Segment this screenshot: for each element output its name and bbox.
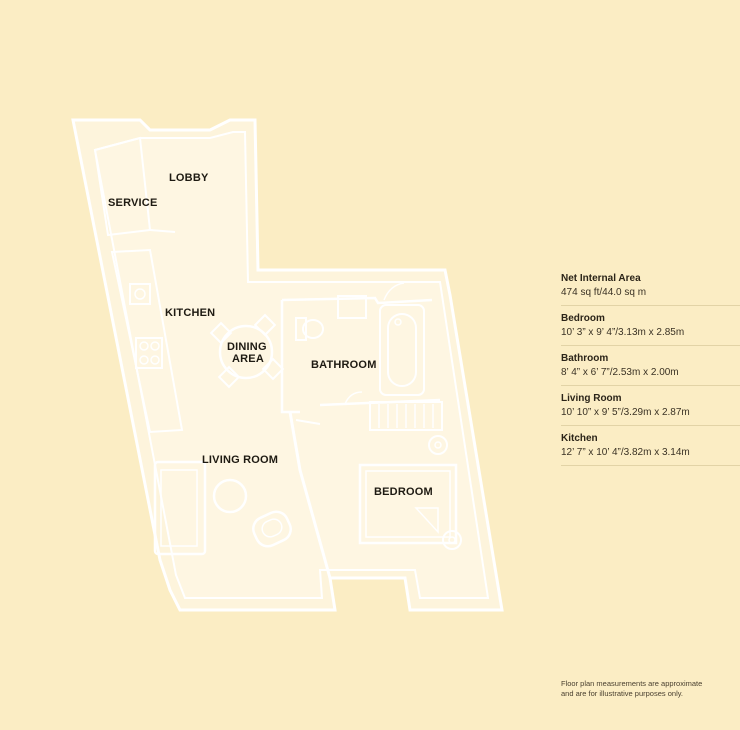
room-label-bathroom: BATHROOM [311,359,377,371]
bath-sink-icon [337,295,367,319]
sink-icon [129,283,151,305]
spec-living-room: Living Room 10’ 10” x 9’ 5”/3.29m x 2.87… [561,386,740,426]
disclaimer-line: and are for illustrative purposes only. [561,689,684,698]
bathtub-icon [379,304,425,396]
spec-value: 474 sq ft/44.0 sq m [561,287,647,298]
room-label-kitchen: KITCHEN [165,307,215,319]
floor-interior [93,131,490,599]
room-label-living-room: LIVING ROOM [202,454,278,466]
spec-value: 12’ 7” x 10’ 4”/3.82m x 3.14m [561,447,690,458]
spec-title: Bathroom [561,353,609,364]
room-label-service: SERVICE [108,197,158,209]
door-arc [383,282,405,301]
room-label-bedroom: BEDROOM [374,486,433,498]
spec-value: 10’ 10” x 9’ 5”/3.29m x 2.87m [561,407,690,418]
spec-value: 8’ 4” x 6’ 7”/2.53m x 2.00m [561,367,679,378]
disclaimer: Floor plan measurements are approximate … [561,679,731,699]
spec-title: Living Room [561,393,622,404]
disclaimer-line: Floor plan measurements are approximate [561,679,703,688]
area-specifications: Net Internal Area 474 sq ft/44.0 sq m Be… [561,266,740,466]
room-label-dining-line1: DINING [227,341,267,353]
spec-title: Kitchen [561,433,598,444]
room-label-lobby: LOBBY [169,172,209,184]
coffee-table-icon [212,478,248,514]
spec-value: 10’ 3” x 9’ 4”/3.13m x 2.85m [561,327,685,338]
dining-table-icon [209,313,285,389]
spec-title: Bedroom [561,313,605,324]
spec-net-area: Net Internal Area 474 sq ft/44.0 sq m [561,266,740,306]
partition-wall [288,411,332,579]
toilet-icon [295,317,324,341]
bed-icon [358,463,458,545]
spec-bedroom: Bedroom 10’ 3” x 9’ 4”/3.13m x 2.85m [561,306,740,346]
hob-icon [135,337,163,369]
sofa-icon [153,460,207,556]
room-label-dining-line2: AREA [232,353,264,365]
kitchen-counter [110,248,184,434]
armchair-icon [252,510,292,548]
spec-title: Net Internal Area [561,273,641,284]
door-arc [344,391,363,405]
spec-bathroom: Bathroom 8’ 4” x 6’ 7”/2.53m x 2.00m [561,346,740,386]
spec-kitchen: Kitchen 12’ 7” x 10’ 4”/3.82m x 3.14m [561,426,740,466]
radiator-icon [369,401,443,431]
